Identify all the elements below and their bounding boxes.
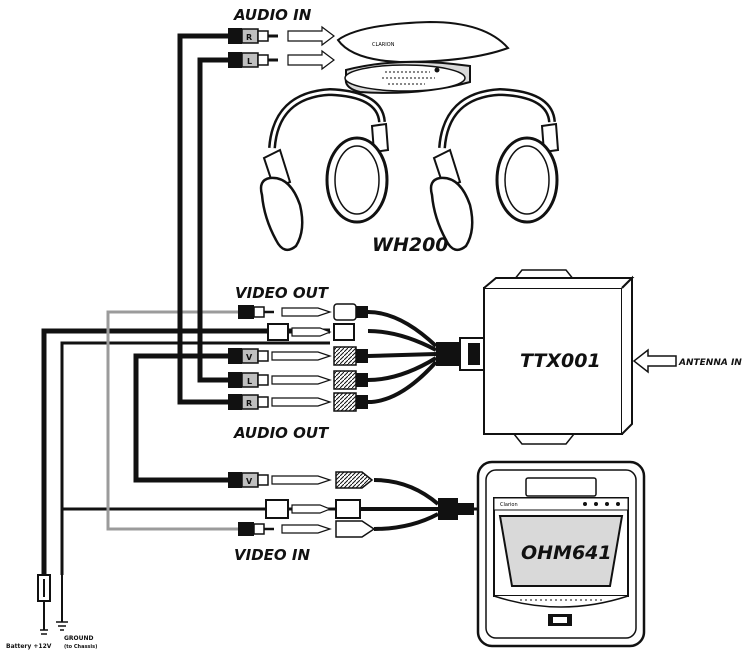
audio-in-plug-l: L <box>228 49 335 71</box>
video-out-plug <box>238 303 368 321</box>
audio-out-label: AUDIO OUT <box>233 424 330 442</box>
headphones-left <box>259 87 390 252</box>
audio-cables <box>133 33 228 483</box>
audio-out-plug-v: V <box>228 346 368 366</box>
power-connector <box>267 323 355 341</box>
headphones-model-label: WH200 <box>372 234 449 256</box>
tuner-box: TTX001 <box>483 269 635 445</box>
tuner-harness <box>367 310 438 404</box>
monitor-power-connector <box>265 499 361 519</box>
audio-in-plug-r: R <box>228 25 335 47</box>
tuner-connector <box>436 337 487 371</box>
monitor-video-plug: V <box>228 471 374 489</box>
tuner-model-label: TTX001 <box>520 350 601 372</box>
overhead-monitor: Clarion OHM641 <box>476 460 646 648</box>
plug-code: V <box>246 353 253 362</box>
antenna-in-label: ANTENNA IN <box>678 358 742 368</box>
plug-code: L <box>247 57 252 66</box>
plug-code: R <box>246 33 252 42</box>
ir-transmitter: CLARION <box>336 20 510 94</box>
ground-label: GROUND <box>64 635 94 642</box>
battery-label: Battery +12V <box>6 643 52 650</box>
plug-code: R <box>246 399 252 408</box>
plug-code: V <box>246 477 253 486</box>
monitor-video-in-plug <box>238 520 376 538</box>
audio-out-plug-l: L <box>228 370 368 390</box>
video-cables <box>106 310 238 531</box>
audio-in-label: AUDIO IN <box>233 6 312 24</box>
monitor-model-label: OHM641 <box>521 542 612 564</box>
headphones-right <box>429 87 560 252</box>
audio-out-plug-r: R <box>228 392 368 412</box>
monitor-harness <box>360 478 440 531</box>
transmitter-brand: CLARION <box>372 42 395 48</box>
ground-sub-label: (to Chassis) <box>64 644 97 650</box>
antenna-arrow: ANTENNA IN <box>632 348 742 374</box>
plug-code: L <box>247 377 252 386</box>
monitor-brand: Clarion <box>500 502 518 508</box>
video-in-label: VIDEO IN <box>234 546 310 564</box>
video-out-label: VIDEO OUT <box>235 284 330 302</box>
